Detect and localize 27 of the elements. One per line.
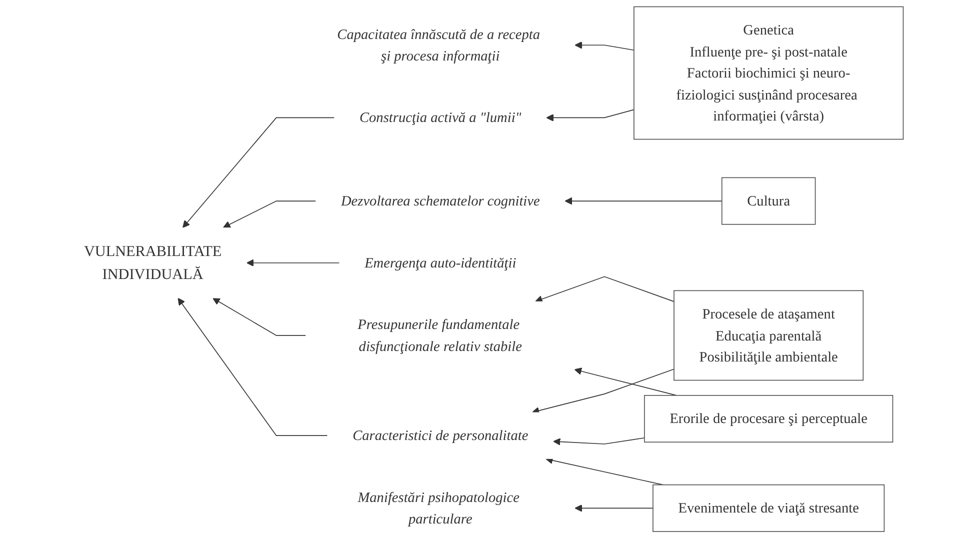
arrow bbox=[546, 109, 634, 122]
node-text: Dezvoltarea schematelor cognitive bbox=[340, 192, 540, 209]
arrow bbox=[574, 368, 677, 396]
node-text: Manifestări psihopatologice particulare bbox=[357, 489, 519, 527]
node-text: Capacitatea înnăscută de a recepta şi procesa informaţii bbox=[336, 26, 540, 64]
node-box: Genetica Influenţe pre- şi post-natale Factorii biochimici şi neuro-fiziologici susţinând procesarea informaţiei (vârsta) bbox=[633, 6, 904, 140]
arrow bbox=[574, 41, 634, 51]
node-box: Evenimentele de viaţă stresante bbox=[652, 484, 884, 532]
node-box: Procesele de ataşament Educaţia parentală Posibilităţile ambientale bbox=[673, 290, 864, 381]
arrow bbox=[552, 437, 644, 446]
node-text: Emergenţa auto-identităţii bbox=[364, 254, 516, 271]
arrow bbox=[574, 504, 653, 512]
arrow bbox=[545, 456, 663, 486]
arrow bbox=[534, 276, 674, 303]
arrow bbox=[182, 117, 334, 228]
node-text: Presupunerile fundamentale disfuncţionale relativ stabile bbox=[357, 316, 522, 354]
node-text: Caracteristici de personalitate bbox=[352, 427, 528, 444]
node-text: VULNERABILITATE INDIVIDUALĂ bbox=[84, 242, 222, 282]
arrow bbox=[212, 298, 306, 336]
arrow bbox=[177, 298, 328, 436]
arrow bbox=[532, 368, 674, 414]
node-box: Cultura bbox=[720, 177, 816, 225]
arrow bbox=[246, 259, 340, 267]
node-box: Erorile de procesare şi perceptuale bbox=[644, 395, 893, 443]
arrow bbox=[564, 197, 722, 205]
arrow bbox=[222, 200, 316, 228]
node-text: Construcţia activă a "lumii" bbox=[359, 110, 521, 126]
